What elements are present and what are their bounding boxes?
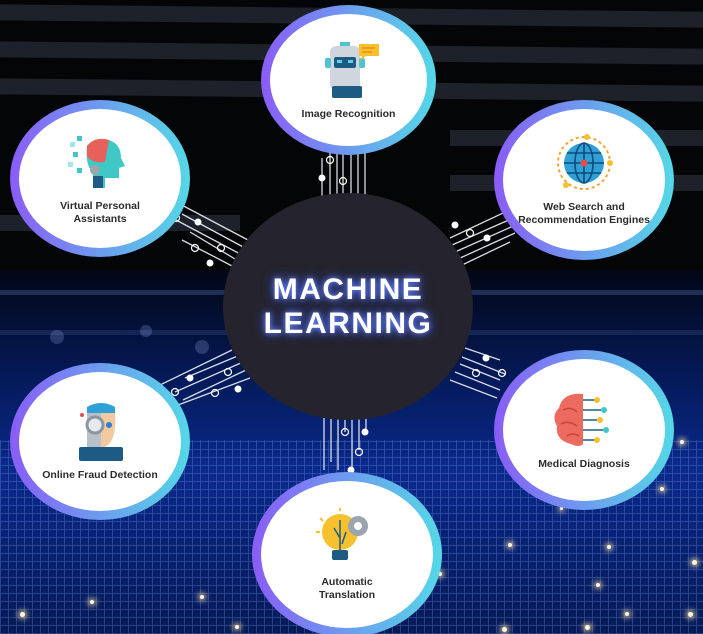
sparkle bbox=[688, 612, 693, 617]
node-label-line1: Automatic bbox=[321, 575, 373, 588]
node-label-line2: Recommendation Engines bbox=[518, 214, 650, 226]
node-virtual-personal-assistants: Virtual Personal Assistants bbox=[10, 100, 190, 257]
sparkle bbox=[438, 572, 442, 576]
node-label: Image Recognition bbox=[301, 107, 396, 120]
globe-icon bbox=[557, 134, 613, 190]
node-label: Medical Diagnosis bbox=[538, 457, 630, 470]
node-automatic-translation: Automatic Translation bbox=[252, 472, 442, 634]
node-image-recognition: Image Recognition bbox=[261, 5, 436, 155]
sparkle bbox=[235, 625, 239, 629]
node-label-line2: Translation bbox=[318, 588, 375, 601]
sparkle bbox=[502, 627, 507, 632]
sparkle bbox=[607, 545, 611, 549]
bokeh-dot bbox=[195, 340, 209, 354]
sparkle bbox=[680, 440, 684, 444]
sparkle bbox=[596, 583, 600, 587]
sparkle bbox=[560, 507, 563, 510]
hub-title-line1: MACHINE bbox=[272, 272, 424, 306]
hub-title-line2: LEARNING bbox=[263, 306, 433, 340]
node-medical-diagnosis: Medical Diagnosis bbox=[494, 350, 674, 510]
machine-learning-hub: MACHINE LEARNING bbox=[223, 193, 473, 420]
ai-head-icon bbox=[68, 135, 125, 188]
sparkle bbox=[660, 487, 664, 491]
robot-icon bbox=[324, 41, 379, 98]
sparkle bbox=[200, 595, 204, 599]
sparkle bbox=[692, 560, 697, 565]
sparkle bbox=[20, 612, 25, 617]
sparkle bbox=[90, 600, 94, 604]
sparkle bbox=[508, 543, 512, 547]
node-label-line1: Virtual Personal bbox=[60, 199, 140, 212]
node-online-fraud-detection: Online Fraud Detection bbox=[10, 363, 190, 520]
bokeh-dot bbox=[50, 330, 64, 344]
brain-circuit-icon bbox=[554, 393, 609, 446]
node-web-search: Web Search and Recommendation Engines bbox=[494, 100, 674, 260]
node-label: Online Fraud Detection bbox=[42, 469, 158, 481]
sparkle bbox=[625, 612, 629, 616]
bokeh-dot bbox=[140, 325, 152, 337]
lightbulb-gear-icon bbox=[316, 507, 368, 560]
sparkle bbox=[585, 625, 590, 630]
node-label-line1: Web Search and bbox=[543, 201, 625, 213]
cyborg-face-icon bbox=[79, 403, 123, 461]
node-label-line2: Assistants bbox=[73, 212, 127, 225]
